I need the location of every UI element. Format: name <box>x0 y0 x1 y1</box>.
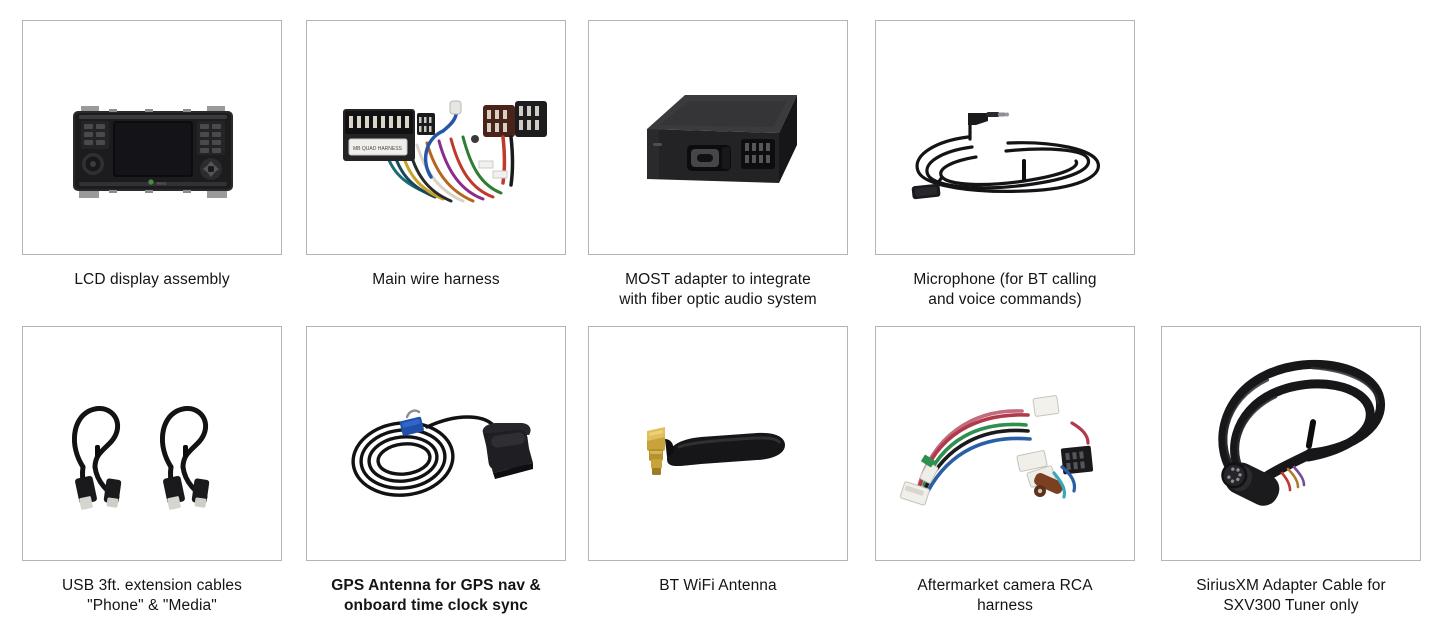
caption-line-1: Microphone (for BT calling <box>913 271 1097 288</box>
product-cell-most-adapter[interactable]: MOST adapter to integrate with fiber opt… <box>582 20 854 310</box>
caption-line-2: with fiber optic audio system <box>619 291 817 308</box>
caption-line-2: harness <box>977 597 1033 614</box>
gps-puck-antenna-image <box>351 409 533 497</box>
product-image-frame <box>875 326 1135 561</box>
din-coiled-cable-image <box>1218 359 1385 506</box>
product-caption: USB 3ft. extension cables "Phone" & "Med… <box>16 576 288 616</box>
product-cell-bt-wifi-antenna[interactable]: BT WiFi Antenna <box>582 326 854 596</box>
black-adapter-box-image <box>647 95 797 183</box>
caption-line-2: and voice commands) <box>928 291 1082 308</box>
product-caption: Aftermarket camera RCA harness <box>869 576 1141 616</box>
product-cell-camera-rca-harness[interactable]: Aftermarket camera RCA harness <box>869 326 1141 616</box>
caption-line-1: Aftermarket camera RCA <box>917 577 1093 594</box>
product-cell-siriusxm-adapter-cable[interactable]: SiriusXM Adapter Cable for SXV300 Tuner … <box>1155 326 1427 616</box>
rca-camera-harness-image <box>899 395 1094 506</box>
caption-line-1: GPS Antenna for GPS nav & <box>331 577 541 594</box>
product-image-frame <box>22 326 282 561</box>
microphone-cable-coil-image <box>911 112 1100 200</box>
wire-harness-connectors-image: MB QUAD HARNESS <box>343 100 547 203</box>
product-image-frame <box>306 326 566 561</box>
product-caption: Main wire harness <box>372 271 500 288</box>
product-caption: BT WiFi Antenna <box>659 577 777 594</box>
product-image-frame <box>875 20 1135 255</box>
product-caption: GPS Antenna for GPS nav & onboard time c… <box>300 576 572 616</box>
caption-line-2: onboard time clock sync <box>343 597 529 614</box>
product-cell-microphone[interactable]: Microphone (for BT calling and voice com… <box>869 20 1141 310</box>
product-cell-main-wire-harness[interactable]: MB QUAD HARNESS <box>300 20 572 290</box>
product-caption: SiriusXM Adapter Cable for SXV300 Tuner … <box>1155 576 1427 616</box>
caption-line-2: SXV300 Tuner only <box>1223 597 1359 614</box>
product-cell-lcd-display-assembly[interactable]: Benz <box>16 20 288 290</box>
product-image-frame <box>588 326 848 561</box>
svg-text:Benz: Benz <box>157 181 166 186</box>
product-image-frame: MB QUAD HARNESS <box>306 20 566 255</box>
caption-line-1: USB 3ft. extension cables <box>62 577 242 594</box>
product-image-frame: Benz <box>22 20 282 255</box>
caption-line-2: "Phone" & "Media" <box>87 597 217 614</box>
product-caption: Microphone (for BT calling and voice com… <box>869 270 1141 310</box>
product-image-frame <box>588 20 848 255</box>
caption-line-1: MOST adapter to integrate <box>625 271 811 288</box>
svg-text:MB QUAD HARNESS: MB QUAD HARNESS <box>353 146 403 152</box>
two-usb-cables-image <box>71 406 210 510</box>
car-stereo-head-unit-image: Benz <box>73 106 233 198</box>
stubby-sma-antenna-image <box>647 427 785 475</box>
product-cell-gps-antenna[interactable]: GPS Antenna for GPS nav & onboard time c… <box>300 326 572 616</box>
product-image-frame <box>1161 326 1421 561</box>
product-cell-usb-extension-cables[interactable]: USB 3ft. extension cables "Phone" & "Med… <box>16 326 288 616</box>
caption-line-1: SiriusXM Adapter Cable for <box>1196 577 1386 594</box>
product-caption: MOST adapter to integrate with fiber opt… <box>582 270 854 310</box>
product-caption: LCD display assembly <box>74 271 230 288</box>
